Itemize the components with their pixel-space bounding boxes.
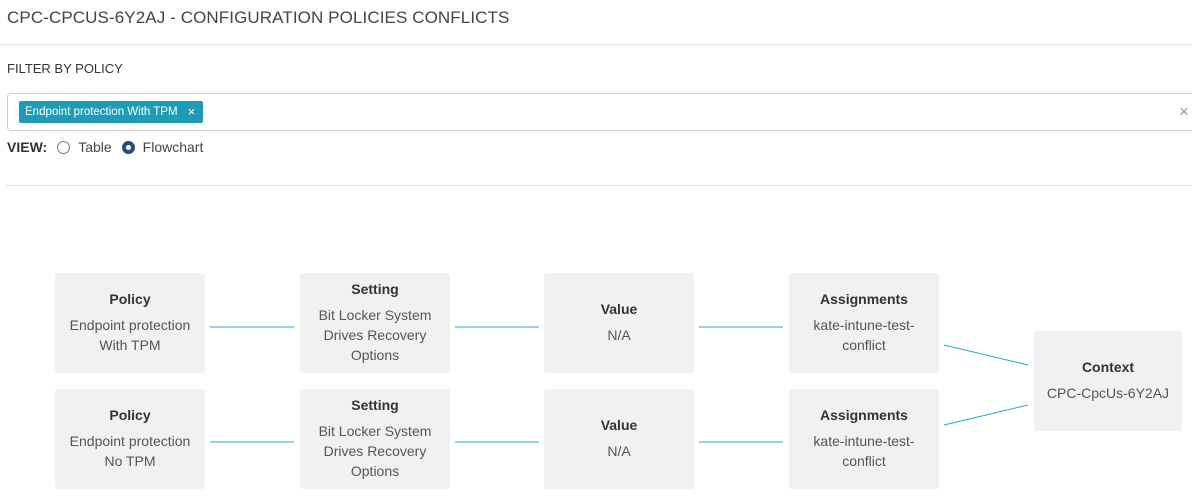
filter-label: FILTER BY POLICY [7,61,123,76]
node-text: With TPM [99,337,161,353]
connector-line [943,344,1029,366]
policy-node[interactable]: Policy Endpoint protection With TPM [55,273,205,373]
node-title: Value [600,301,638,317]
node-text: Endpoint protection [69,433,191,449]
node-text: Options [350,347,400,363]
node-text: conflict [842,453,886,469]
policy-chip-label: Endpoint protection With TPM [25,106,178,118]
node-text: N/A [607,443,631,459]
node-text: conflict [842,337,886,353]
node-title: Context [1081,359,1135,375]
value-node[interactable]: Value N/A [544,389,694,489]
node-text: Drives Recovery [323,443,427,459]
node-text: kate-intune-test- [813,317,915,333]
node-title: Setting [351,397,399,413]
node-title: Assignments [820,407,908,423]
view-flowchart-label[interactable]: Flowchart [142,139,204,155]
node-text: CPC-CpcUs-6Y2AJ [1046,385,1170,401]
node-title: Assignments [820,291,908,307]
header-divider [0,44,1192,45]
node-text: No TPM [104,453,156,469]
context-node[interactable]: Context CPC-CpcUs-6Y2AJ [1034,331,1182,431]
clear-filter-icon[interactable]: × [1179,102,1189,121]
view-table-label[interactable]: Table [78,139,112,155]
section-divider [6,185,1192,186]
view-selector: VIEW: Table Flowchart [7,139,213,155]
view-label: VIEW: [7,139,48,155]
node-text: Drives Recovery [323,327,427,343]
value-node[interactable]: Value N/A [544,273,694,373]
node-text: Endpoint protection [69,317,191,333]
chip-remove-icon[interactable]: × [187,104,196,119]
node-text: kate-intune-test- [813,433,915,449]
setting-node[interactable]: Setting Bit Locker System Drives Recover… [300,273,450,373]
node-title: Setting [351,281,399,297]
node-text: Bit Locker System [318,307,432,323]
node-text: Bit Locker System [318,423,432,439]
policy-filter-input[interactable]: Endpoint protection With TPM × × [7,93,1192,131]
assignment-node[interactable]: Assignments kate-intune-test- conflict [789,389,939,489]
view-flowchart-radio[interactable] [121,140,135,154]
connector-line [943,404,1029,426]
page-title: CPC-CPCUS-6Y2AJ - CONFIGURATION POLICIES… [7,8,510,27]
node-text: N/A [607,327,631,343]
assignment-node[interactable]: Assignments kate-intune-test- conflict [789,273,939,373]
node-title: Policy [109,291,151,307]
node-title: Policy [109,407,151,423]
policy-chip: Endpoint protection With TPM × [19,101,204,123]
setting-node[interactable]: Setting Bit Locker System Drives Recover… [300,389,450,489]
node-text: Options [350,463,400,479]
policy-node[interactable]: Policy Endpoint protection No TPM [55,389,205,489]
view-table-radio[interactable] [57,140,71,154]
node-title: Value [600,417,638,433]
